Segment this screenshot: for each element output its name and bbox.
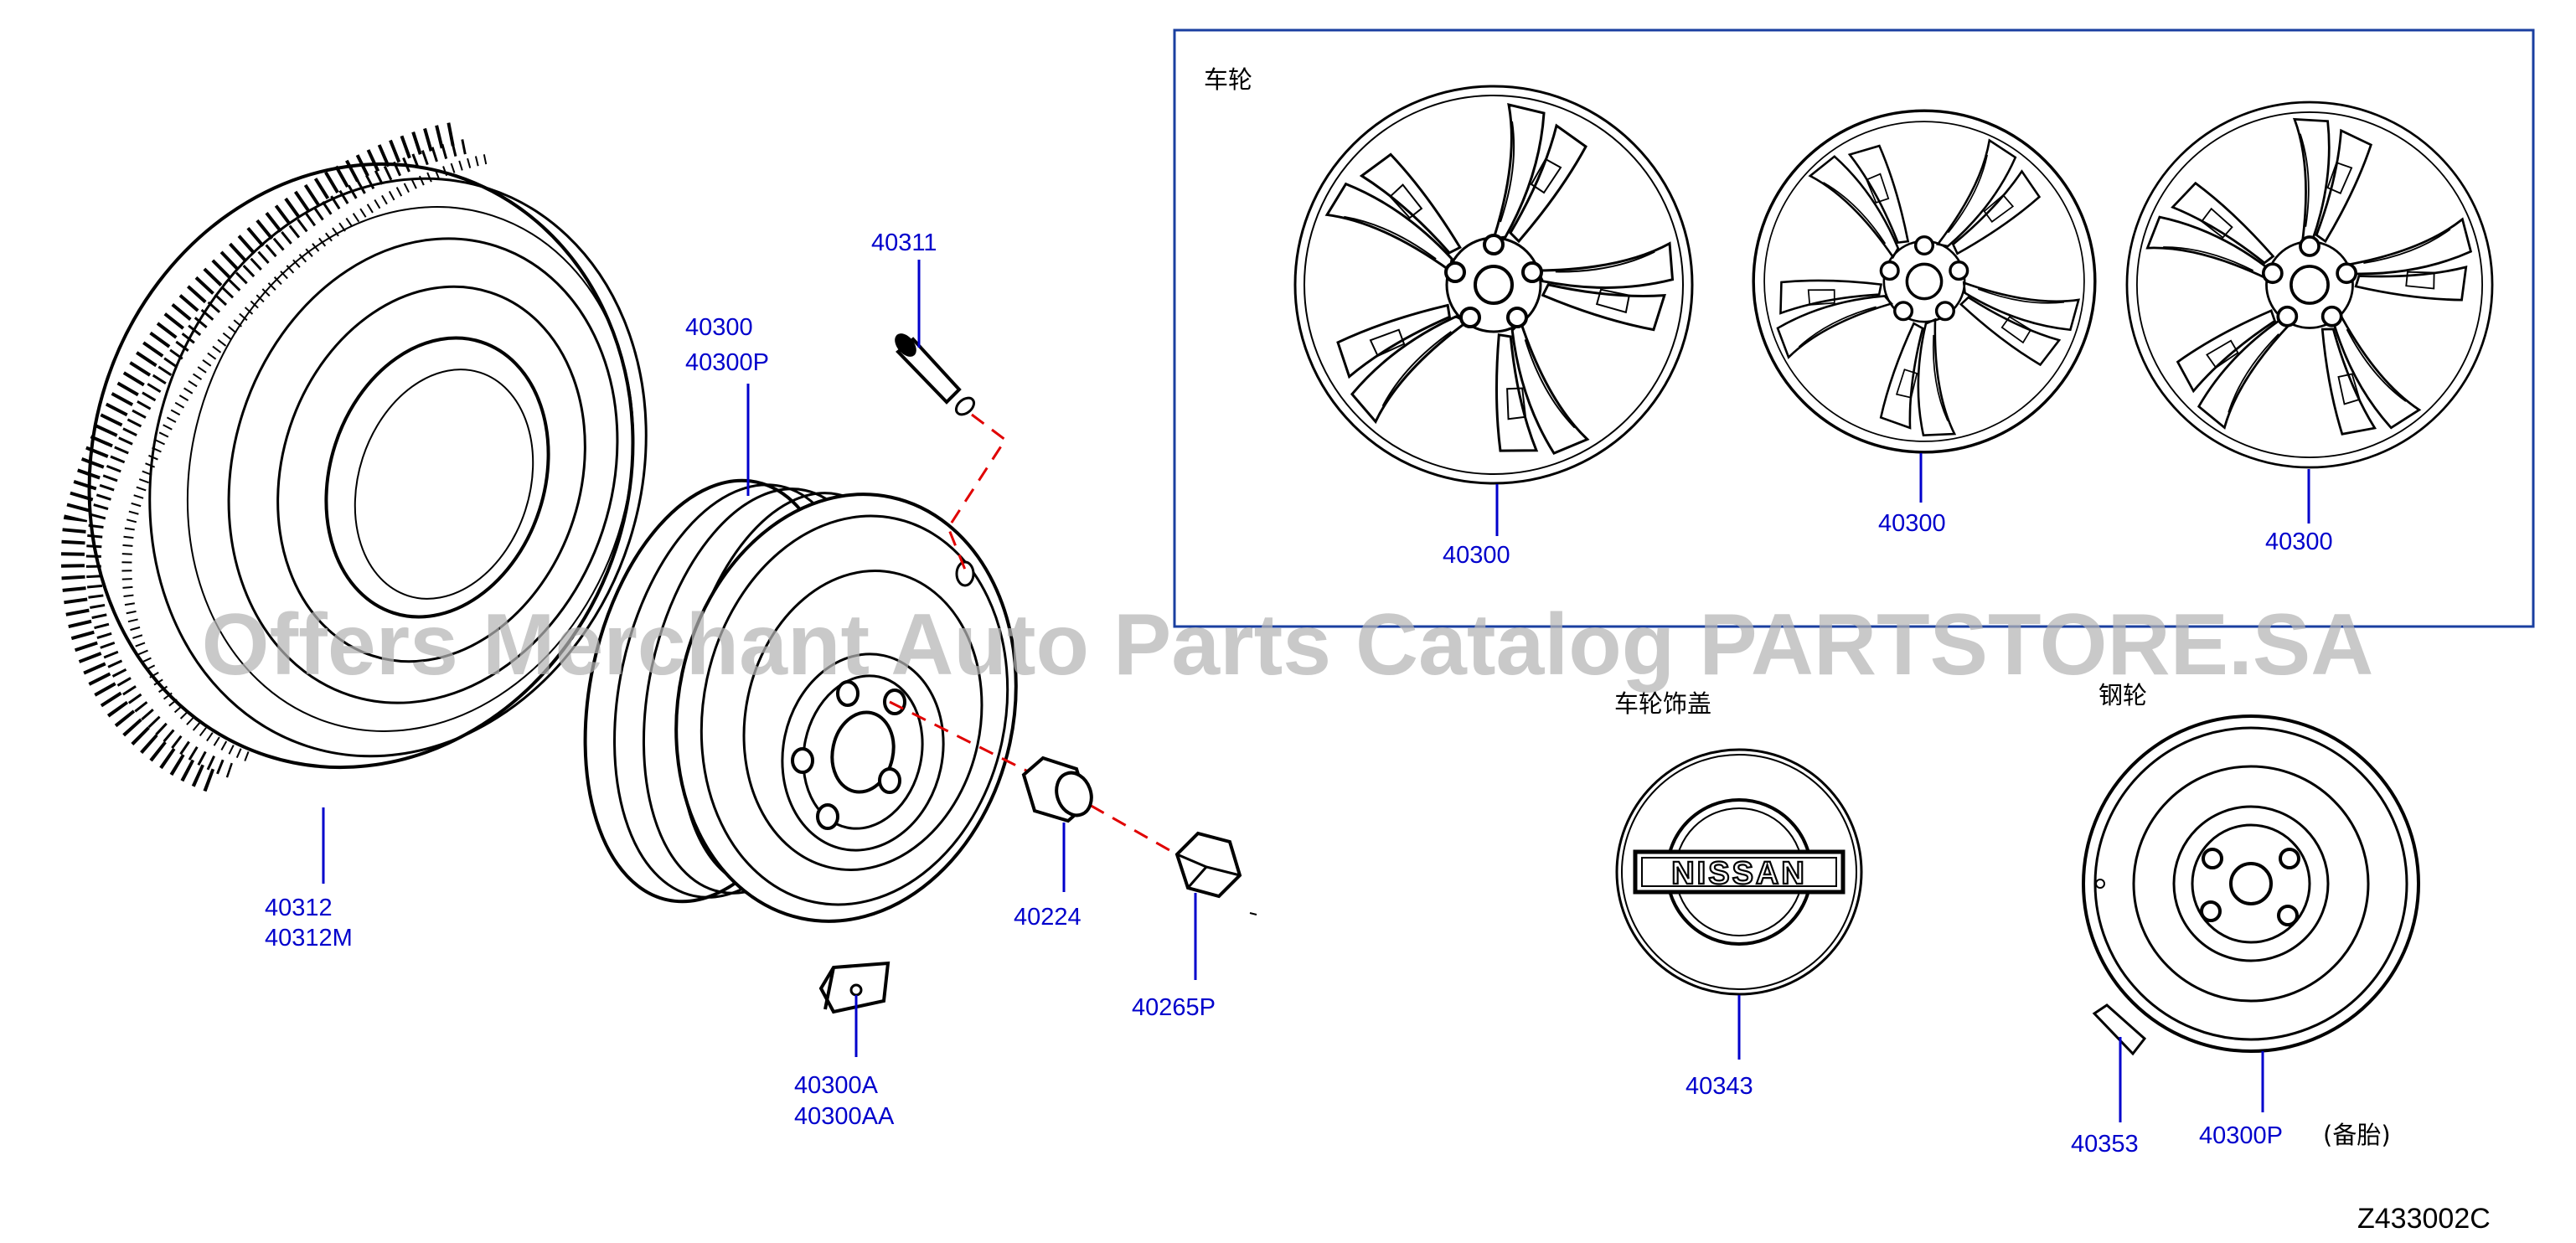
- nissan-emblem: NISSAN: [1671, 856, 1807, 891]
- alloy-wheel-1: [1293, 85, 1695, 487]
- wheel-cap: NISSAN: [1615, 748, 1863, 996]
- callout-tire-b: 40312M: [265, 925, 353, 952]
- callout-alloy-3: 40300: [2265, 529, 2333, 555]
- callout-alloy-2: 40300: [1878, 510, 1946, 537]
- diagram-id: Z433002C: [2357, 1203, 2491, 1235]
- callout-tire-a: 40312: [265, 895, 333, 921]
- valve-stem: [895, 333, 976, 416]
- callout-wheel-a: 40300: [685, 314, 753, 341]
- steel-wheel-assembly: [583, 478, 1018, 923]
- lug-nut: [1021, 756, 1093, 823]
- callout-cap: 40343: [1685, 1073, 1753, 1100]
- callout-wheel-b: 40300P: [685, 349, 769, 376]
- alloy-wheel-2: [1750, 109, 2097, 454]
- callout-steel-wheel: 40300P: [2199, 1122, 2283, 1149]
- watermark: Offers Merchant Auto Parts Catalog PARTS…: [202, 596, 2374, 694]
- steel-wheel-title: 钢轮: [2098, 681, 2147, 709]
- callout-lock-nut: 40265P: [1132, 994, 1216, 1021]
- wheel-cap-title: 车轮饰盖: [1614, 689, 1711, 718]
- spare-note: (备胎): [2323, 1121, 2391, 1149]
- alloy-wheels-title: 车轮: [1204, 65, 1252, 94]
- tire: [60, 122, 648, 795]
- callout-weight-b: 40300AA: [794, 1103, 895, 1130]
- lock-nut: [1174, 831, 1257, 915]
- callout-alloy-1: 40300: [1443, 542, 1510, 569]
- callout-steel-weight: 40353: [2071, 1131, 2139, 1158]
- alloy-wheels-box: [1173, 28, 2535, 628]
- callout-weight-a: 40300A: [794, 1072, 879, 1099]
- callout-valve: 40311: [871, 230, 937, 256]
- alloy-wheel-3: [2125, 101, 2497, 469]
- spare-steel-wheel: [2082, 714, 2420, 1053]
- callout-nut: 40224: [1014, 904, 1082, 931]
- wheel-weight: [818, 961, 891, 1014]
